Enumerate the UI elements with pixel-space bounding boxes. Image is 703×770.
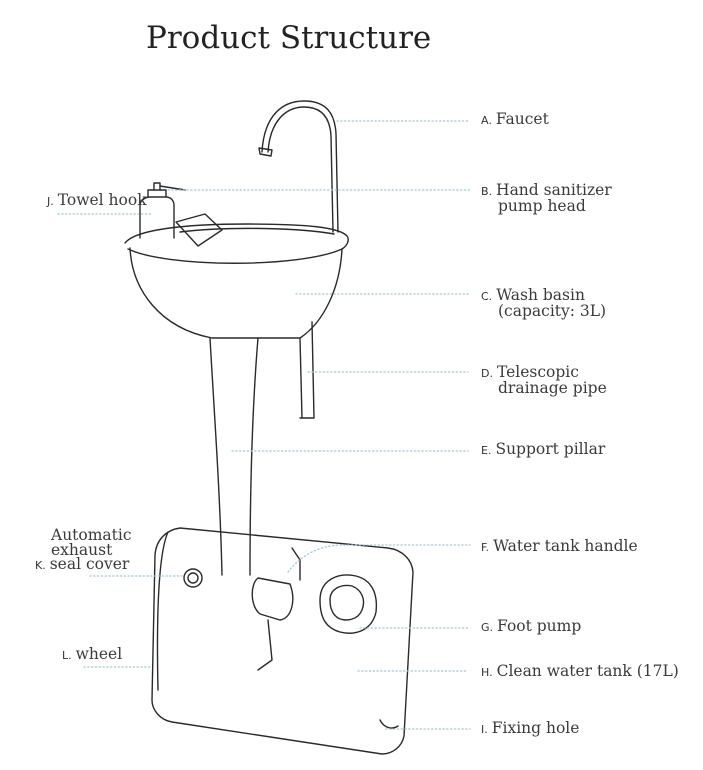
label-wheel-text: wheel [75,645,123,663]
label-towel-hook-text: Towel hook [57,191,147,209]
label-drainage-line1: Telescopic [496,363,579,381]
label-foot-pump: G.Foot pump [481,617,582,635]
label-tank-handle-text: Water tank handle [493,537,638,555]
label-seal-cover: Automatic exhaust [51,526,132,559]
label-clean-tank-text: Clean water tank (17L) [496,662,679,680]
label-sanitizer-pump-head: B.Hand sanitizer pump head [481,181,612,215]
sanitizer-pump-drawing [139,182,223,247]
label-basin-line1: Wash basin [496,286,585,304]
wash-basin-drawing [124,223,349,339]
label-seal-cover-key: K.seal cover [35,555,130,573]
label-seal-line3: seal cover [49,555,130,573]
label-fixing-hole-text: Fixing hole [491,719,580,737]
label-sanitizer-line2: pump head [498,197,586,215]
label-seal-line2: exhaust [51,541,113,559]
label-fixing-hole: I.Fixing hole [481,719,580,737]
label-wheel: L.wheel [62,645,123,663]
label-drainage-pipe: D.Telescopic drainage pipe [481,363,607,397]
drain-pipe-drawing [299,321,315,419]
label-wash-basin: C.Wash basin (capacity: 3L) [481,286,607,320]
label-sanitizer-line1: Hand sanitizer [496,181,612,199]
support-pillar-drawing [209,337,259,576]
label-pillar-text: Support pillar [495,440,606,458]
water-tank-drawing [151,527,414,755]
label-tank-handle: F.Water tank handle [481,537,638,555]
leader-tank-handle [287,544,471,573]
label-seal-line1: Automatic [51,526,132,544]
label-support-pillar: E.Support pillar [481,440,606,458]
label-faucet: A.Faucet [481,110,549,128]
label-foot-pump-text: Foot pump [497,617,582,635]
label-faucet-text: Faucet [495,110,549,128]
label-drainage-line2: drainage pipe [498,379,607,397]
label-basin-line2: (capacity: 3L) [498,302,607,320]
diagram-title: Product Structure [146,20,432,56]
faucet-drawing [258,100,339,233]
label-towel-hook: J.Towel hook [47,191,147,209]
label-clean-water-tank: H.Clean water tank (17L) [481,662,679,680]
